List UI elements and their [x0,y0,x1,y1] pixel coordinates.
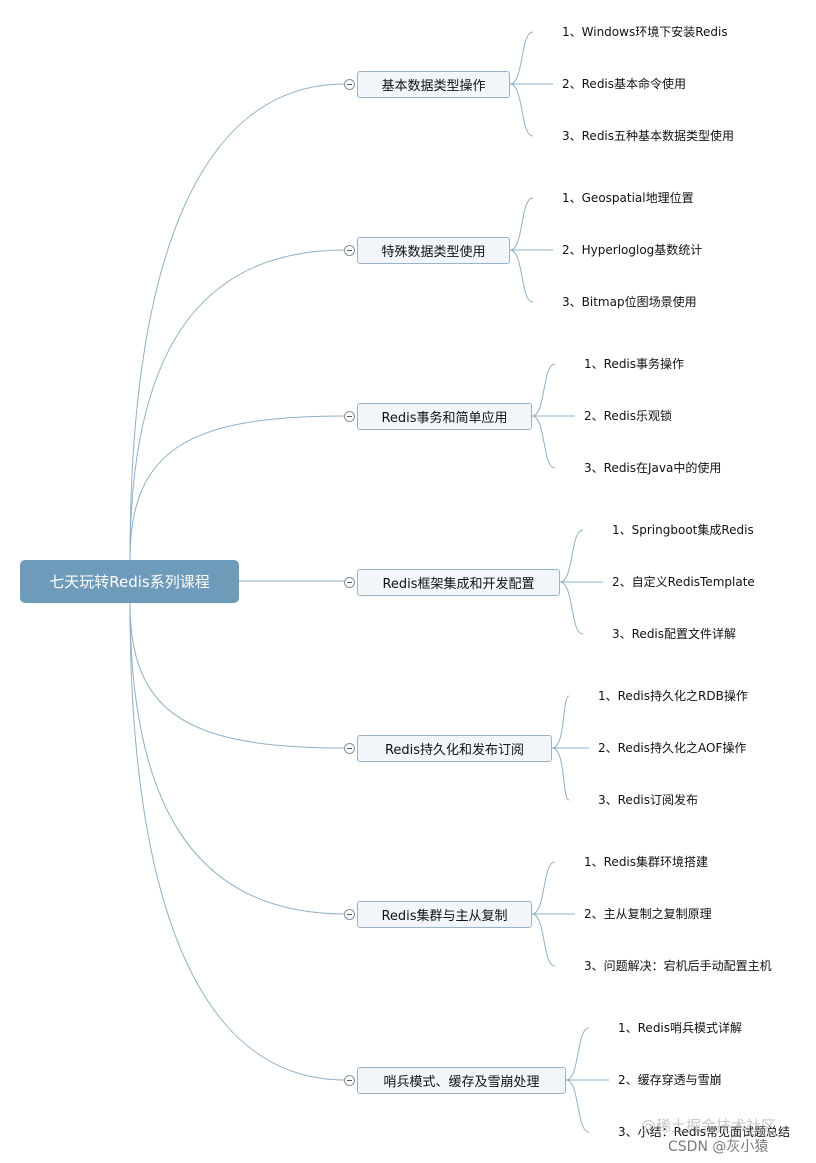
connector-line [129,602,346,915]
connector-line [129,602,346,1081]
leaf-topic[interactable]: 1、Windows环境下安装Redis [562,25,728,39]
collapse-toggle-icon[interactable] [344,909,355,920]
leaf-topic[interactable]: 1、Redis集群环境搭建 [584,855,709,869]
leaf-topic[interactable]: 1、Redis持久化之RDB操作 [598,689,748,703]
collapse-toggle-icon[interactable] [344,577,355,588]
leaf-topic[interactable]: 1、Geospatial地理位置 [562,191,694,205]
connector-line [509,83,534,137]
connector-line [531,363,556,417]
leaf-topic[interactable]: 2、Redis持久化之AOF操作 [598,741,747,755]
leaf-topic[interactable]: 1、Redis事务操作 [584,357,685,371]
connector-line [531,913,556,967]
leaf-topic[interactable]: 3、Redis订阅发布 [598,793,699,807]
leaf-topic[interactable]: 2、Redis基本命令使用 [562,77,687,91]
connector-line [129,415,346,561]
leaf-topic[interactable]: 2、主从复制之复制原理 [584,907,712,921]
connector-line [531,415,556,469]
leaf-topic[interactable]: 3、小结：Redis常见面试题总结 [618,1125,791,1139]
leaf-topic[interactable]: 1、Redis哨兵模式详解 [618,1021,743,1035]
connector-line [551,747,570,801]
collapse-toggle-icon[interactable] [344,79,355,90]
leaf-topic[interactable]: 3、Redis在Java中的使用 [584,461,722,475]
root-topic[interactable]: 七天玩转Redis系列课程 [20,560,239,603]
leaf-topic[interactable]: 3、问题解决：宕机后手动配置主机 [584,959,772,973]
branch-topic[interactable]: Redis框架集成和开发配置 [357,569,560,596]
branch-topic[interactable]: 哨兵模式、缓存及雪崩处理 [357,1067,566,1094]
collapse-toggle-icon[interactable] [344,411,355,422]
branch-topic[interactable]: 特殊数据类型使用 [357,237,510,264]
leaf-topic[interactable]: 1、Springboot集成Redis [612,523,754,537]
connector-line [551,695,570,749]
leaf-topic[interactable]: 2、Redis乐观锁 [584,409,673,423]
branch-topic[interactable]: 基本数据类型操作 [357,71,510,98]
watermark-community: @稀土掘金技术社区 [641,1117,777,1135]
connector-line [565,1079,590,1133]
leaf-topic[interactable]: 3、Redis五种基本数据类型使用 [562,129,735,143]
leaf-topic[interactable]: 3、Redis配置文件详解 [612,627,737,641]
connector-line [509,197,534,251]
collapse-toggle-icon[interactable] [344,743,355,754]
connector-line [129,83,346,561]
connector-line [129,249,346,561]
watermark-author: CSDN @灰小猿 [668,1139,769,1155]
connector-line [531,861,556,915]
connector-line [559,529,584,583]
collapse-toggle-icon[interactable] [344,1075,355,1086]
leaf-topic[interactable]: 2、缓存穿透与雪崩 [618,1073,722,1087]
leaf-topic[interactable]: 3、Bitmap位图场景使用 [562,295,697,309]
branch-topic[interactable]: Redis事务和简单应用 [357,403,532,430]
connector-line [565,1027,590,1081]
connector-line [129,602,346,749]
branch-topic[interactable]: Redis持久化和发布订阅 [357,735,552,762]
leaf-topic[interactable]: 2、Hyperloglog基数统计 [562,243,703,257]
connector-line [509,249,534,303]
branch-topic[interactable]: Redis集群与主从复制 [357,901,532,928]
collapse-toggle-icon[interactable] [344,245,355,256]
connector-line [559,581,584,635]
leaf-topic[interactable]: 2、自定义RedisTemplate [612,575,755,589]
connector-line [509,31,534,85]
